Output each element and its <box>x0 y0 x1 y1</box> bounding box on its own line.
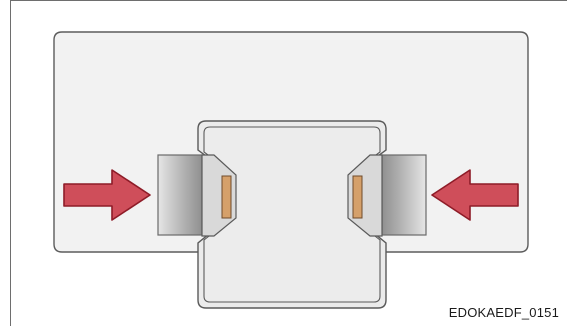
left-contact-pad <box>221 175 232 219</box>
arrow-right-icon <box>63 169 151 221</box>
left-slot <box>157 154 203 236</box>
arrow-left-icon <box>431 169 519 221</box>
key-module-inner <box>203 126 381 303</box>
right-contact-pad <box>352 175 363 219</box>
right-slot <box>381 154 427 236</box>
figure-code-label: EDOKAEDF_0151 <box>448 305 559 320</box>
